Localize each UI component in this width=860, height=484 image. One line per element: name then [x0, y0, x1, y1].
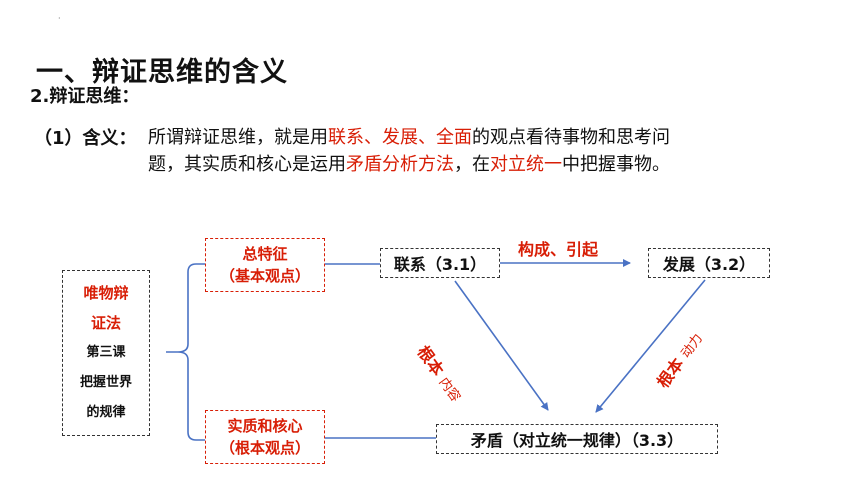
left-box-line: 把握世界 [79, 375, 132, 390]
category-essence-core: 实质和核心 （根本观点） [205, 410, 325, 464]
edge-label-top: 构成、引起 [518, 240, 599, 259]
bracket-line [166, 263, 205, 441]
node-maodun: 矛盾（对立统一规律）（3.3） [436, 424, 718, 454]
cat1-title: 总特征 [242, 245, 288, 263]
cat2-title: 实质和核心 [227, 417, 303, 435]
top-mark: · [58, 14, 61, 23]
def-text: 题，其实质和核心是运用 [148, 154, 346, 175]
node-lianxi: 联系（3.1） [380, 248, 500, 278]
def-text: 中把握事物。 [562, 154, 670, 175]
def-highlight: 对立统一 [490, 154, 562, 175]
def-text: ，在 [454, 154, 490, 175]
def-highlight: 联系、发展、全面 [328, 127, 472, 148]
arrow-lianxi-maodun [454, 280, 549, 411]
def-text: 的观点看待事物和思考问 [472, 127, 670, 148]
left-box-line: 证法 [90, 314, 121, 332]
definition-line-2: 题，其实质和核心是运用矛盾分析方法，在对立统一中把握事物。 [148, 151, 670, 178]
definition-label: （1）含义： [34, 128, 137, 149]
node-fazhan: 发展（3.2） [648, 248, 770, 278]
arrow-fazhan-maodun [595, 279, 706, 413]
left-box-line: 第三课 [86, 345, 126, 360]
left-topic-box: 唯物辩 证法 第三课 把握世界 的规律 [62, 270, 150, 436]
definition-line-1: 所谓辩证思维，就是用联系、发展、全面的观点看待事物和思考问 [148, 124, 670, 151]
cat1-subtitle: （基本观点） [219, 267, 310, 285]
left-box-line: 唯物辩 [83, 284, 129, 302]
cat2-subtitle: （根本观点） [219, 439, 310, 457]
def-text: 所谓辩证思维，就是用 [148, 127, 328, 148]
page-title: 一、辩证思维的含义 [36, 57, 288, 88]
section-subtitle: 2.辩证思维： [30, 86, 140, 107]
left-box-line: 的规律 [86, 405, 126, 420]
category-general-feature: 总特征 （基本观点） [205, 238, 325, 292]
def-highlight: 矛盾分析方法 [346, 154, 454, 175]
definition-text: 所谓辩证思维，就是用联系、发展、全面的观点看待事物和思考问 题，其实质和核心是运… [148, 124, 670, 178]
